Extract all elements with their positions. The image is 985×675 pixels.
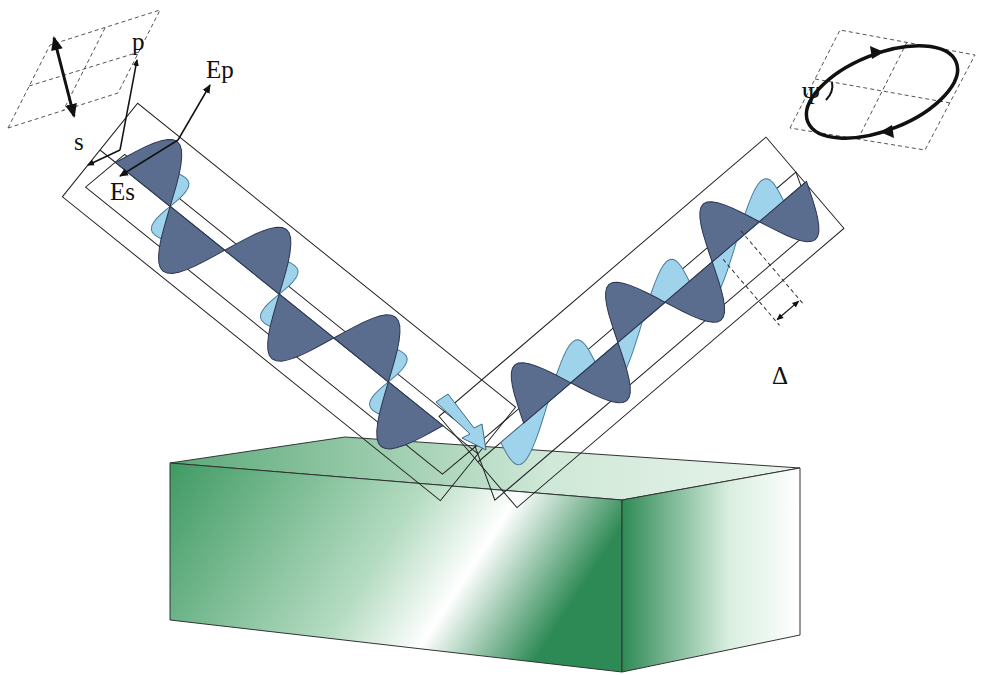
symbol-label: Ψ [800,82,822,109]
p-wave [136,206,225,293]
symbol-label: Es [108,178,137,205]
linear-polarization-frame [8,10,160,128]
reflected-beam [430,136,866,540]
field-vectors [88,60,210,176]
polarization-ellipse [794,27,971,157]
p-wave [491,345,571,423]
symbol-label: Ep [204,56,236,83]
linear-polarization-arrow [54,38,74,116]
p-wave [354,382,443,469]
p-wave [665,262,745,340]
incident-beam [62,103,515,500]
incidence-marker [436,394,486,450]
p-wave [245,294,334,381]
symbol-label: Δ [770,362,790,389]
p-wave [680,184,760,262]
symbol-label: p [130,28,147,55]
symbol-label: s [72,128,86,155]
p-wave [571,343,651,421]
p-wave [759,181,839,259]
p-wave [225,207,314,294]
p-wave [334,295,423,382]
p-wave [585,264,665,342]
